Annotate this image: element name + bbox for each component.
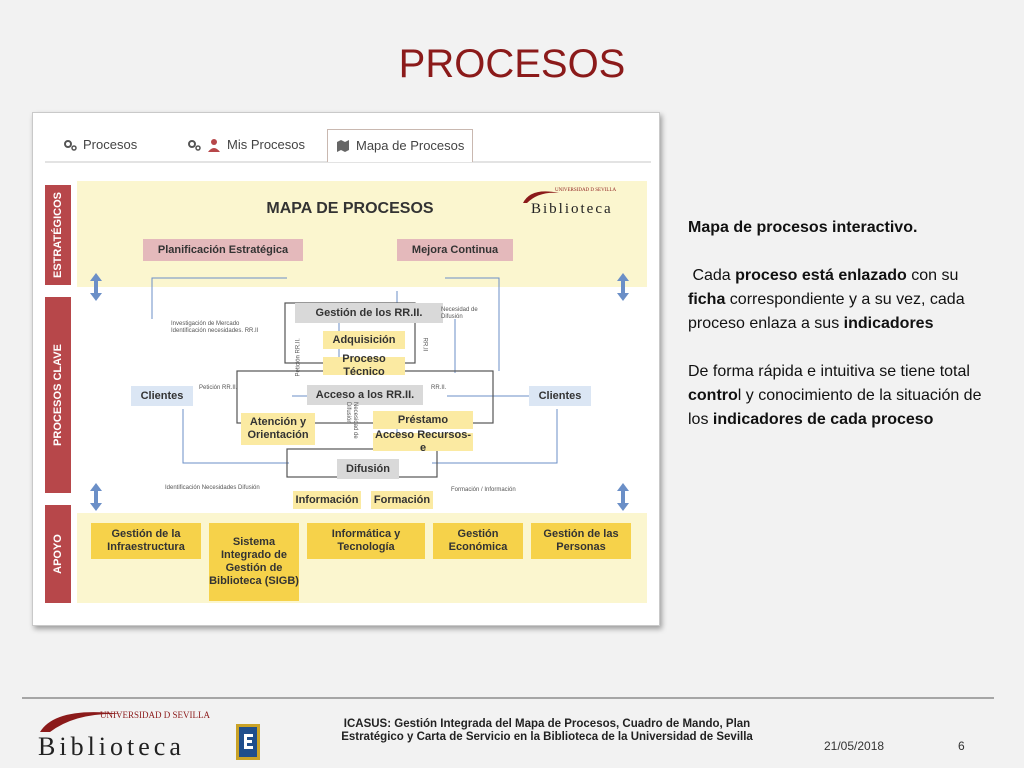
slide-page-number: 6 [958,739,965,753]
text-run-bold: indicadores de cada proceso [712,411,934,428]
support-sigb-box[interactable]: Sistema Integrado de Gestión de Bibliote… [209,523,299,601]
text-run-bold: proceso está enlazado [735,267,907,284]
gears-user-icon [188,140,201,151]
strategic-band [77,181,647,287]
sidebar-label: APOYO [52,534,64,574]
double-arrow-icon [617,273,629,301]
map-heading: MAPA DE PROCESOS [266,199,434,217]
text-run-bold: indicadores [843,315,934,332]
acceso-rrii-box[interactable]: Acceso a los RR.II. [307,385,423,405]
text-run-bold: ficha [688,291,726,308]
proceso-tecnico-box[interactable]: Proceso Técnico [323,353,405,378]
text-run: l y conocimiento de la situación de los [688,387,982,428]
sidebar-procesos-clave: PROCESOS CLAVE [45,297,71,493]
support-economica-box[interactable]: Gestión Económica [433,523,523,559]
note-investigacion: Investigación de Mercado Identificación … [171,321,259,334]
note-necesidad-difusion: Necesidad de Difusión [441,307,478,320]
support-infraestructura-box[interactable]: Gestión de la Infraestructura [91,523,201,559]
note-rrii-vertical: RR.II [421,337,428,352]
text-run-bold: contro [688,387,738,404]
excellence-seal-icon [236,724,260,760]
description-paragraph-1: Cada proceso está enlazado con su ficha … [688,264,998,336]
footer-logo-big: Biblioteca [38,732,185,761]
mejora-continua-box[interactable]: Mejora Continua [397,239,513,261]
tab-label: Procesos [83,137,138,152]
double-arrow-icon [90,273,102,301]
description-paragraph-2: De forma rápida e intuitiva se tiene tot… [688,360,998,432]
formacion-box[interactable]: Formación [371,491,433,509]
map-connectors [90,273,629,511]
map-icon [337,140,349,152]
footer-logo-small: UNIVERSIDAD D SEVILLA [100,710,210,720]
difusion-box[interactable]: Difusión [337,459,399,479]
support-personas-box[interactable]: Gestión de las Personas [531,523,631,559]
clientes-right-box[interactable]: Clientes [529,386,591,406]
informacion-box[interactable]: Información [293,491,361,509]
prestamo-box[interactable]: Préstamo [373,411,473,429]
sidebar-apoyo: APOYO [45,505,71,603]
atencion-orientacion-box[interactable]: Atención y Orientación [241,413,315,445]
user-icon [208,139,220,152]
double-arrow-icon [90,483,102,511]
sidebar-label: PROCESOS CLAVE [52,344,64,446]
note-formacion-informacion: Formación / Información [451,487,516,493]
note-identificacion: Identificación Necesidades Difusión [165,485,260,491]
tab-label: Mis Procesos [227,137,306,152]
process-map-screenshot: Procesos Mis Procesos Mapa de Procesos E… [32,112,660,626]
tab-mis-procesos[interactable]: Mis Procesos [187,129,305,161]
map-logo-big: Biblioteca [531,201,613,217]
support-informatica-box[interactable]: Informática y Tecnología [307,523,425,559]
sidebar-label: ESTRATÉGICOS [52,192,64,278]
note-peticion-vertical: Petición RR.II. [295,338,302,377]
adquisicion-box[interactable]: Adquisición [323,331,405,349]
gestion-rrii-box[interactable]: Gestión de los RR.II. [295,303,443,323]
note-peticion-left: Petición RR.II. [199,385,238,391]
text-run: con su [906,267,959,284]
footer-divider [22,697,994,699]
tab-label: Mapa de Procesos [356,138,465,153]
acceso-recursos-box[interactable]: Acceso Recursos-e [373,429,473,454]
text-run: Cada [692,267,736,284]
footer-caption: ICASUS: Gestión Integrada del Mapa de Pr… [341,718,753,743]
tab-bar: Procesos Mis Procesos Mapa de Procesos [45,125,651,163]
note-necesidad-vertical: Necesidad de Difusión [345,402,358,439]
map-logo-small: UNIVERSIDAD D SEVILLA [555,188,617,193]
text-run: De forma rápida e intuitiva se tiene tot… [688,363,970,380]
logo-swoosh-icon [40,712,122,732]
logo-swoosh-icon [523,191,559,203]
tab-procesos[interactable]: Procesos [63,129,137,161]
clientes-left-box[interactable]: Clientes [131,386,193,406]
tab-mapa-procesos[interactable]: Mapa de Procesos [327,129,474,162]
sidebar-estrategicos: ESTRATÉGICOS [45,185,71,285]
description-heading: Mapa de procesos interactivo. [688,219,918,236]
description-panel: Mapa de procesos interactivo. Cada proce… [688,216,998,432]
note-rrii-right: RR.II. [431,385,447,391]
slide-date: 21/05/2018 [824,739,885,753]
slide-title: PROCESOS [398,42,626,86]
text-run: correspondiente y a su vez, cada proceso… [688,291,965,332]
planificacion-estrategica-box[interactable]: Planificación Estratégica [143,239,303,261]
gears-icon [64,140,77,151]
double-arrow-icon [617,483,629,511]
